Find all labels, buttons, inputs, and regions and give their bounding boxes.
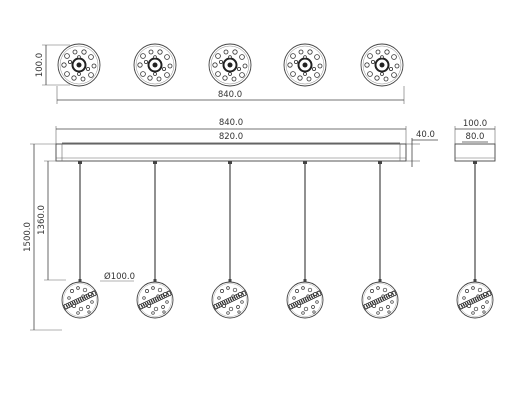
canopy-height-label: 40.0 bbox=[416, 130, 435, 140]
diameter-label: Ø100.0 bbox=[104, 271, 135, 282]
front-ball-1 bbox=[61, 281, 99, 319]
top-disc-4 bbox=[283, 43, 327, 87]
top-disc-1 bbox=[57, 43, 101, 87]
front-ball-2 bbox=[136, 281, 174, 319]
pendant-1 bbox=[61, 161, 99, 319]
side-outer-width-label: 100.0 bbox=[463, 119, 487, 129]
front-ball-4 bbox=[286, 281, 324, 319]
drop-length-label: 1360.0 bbox=[37, 205, 47, 235]
side-canopy bbox=[454, 143, 496, 162]
top-view-width-label: 840.0 bbox=[218, 90, 242, 100]
side-view-pendant bbox=[456, 161, 494, 319]
front-ball-3 bbox=[211, 281, 249, 319]
top-view-discs bbox=[57, 43, 404, 87]
top-view-height-label: 100.0 bbox=[35, 53, 45, 77]
top-view: 100.0 840.0 bbox=[35, 43, 405, 104]
top-disc-2 bbox=[133, 43, 177, 87]
side-ball-1 bbox=[456, 281, 494, 319]
front-view: 840.0 820.0 40.0 1500.0 1360.0 Ø100.0 bbox=[23, 118, 438, 331]
pendant-4 bbox=[286, 161, 324, 319]
top-disc-3 bbox=[208, 43, 252, 87]
pendant-3 bbox=[211, 161, 249, 319]
side-inner-width-label: 80.0 bbox=[466, 132, 485, 142]
front-view-pendants bbox=[61, 161, 399, 319]
top-disc-5 bbox=[360, 43, 404, 87]
side-view: 100.0 80.0 bbox=[454, 119, 496, 319]
front-overall-width-label: 840.0 bbox=[219, 118, 243, 128]
total-height-label: 1500.0 bbox=[23, 222, 33, 252]
canopy-bar bbox=[55, 143, 407, 162]
pendant-5 bbox=[361, 161, 399, 319]
pendant-2 bbox=[136, 161, 174, 319]
front-ball-5 bbox=[361, 281, 399, 319]
front-inner-width-label: 820.0 bbox=[219, 132, 243, 142]
